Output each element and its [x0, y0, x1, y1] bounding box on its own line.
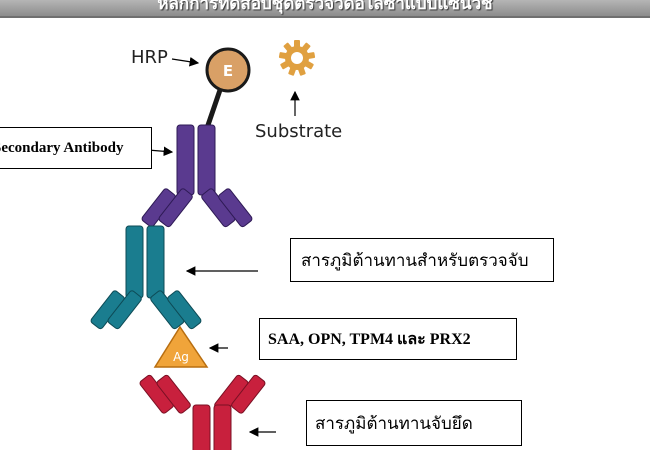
secondary-antibody-box: Secondary Antibody [0, 127, 152, 169]
secondary-antibody-arrow [147, 146, 174, 157]
antigen-label: Ag [173, 350, 189, 364]
antigen-list-text: SAA, OPN, TPM4 และ PRX2 [268, 330, 471, 348]
title-bar: หลักการทดสอบชุดตรวจวัดอีไลซ่าแบบแซนวิช [0, 0, 650, 18]
page-title: หลักการทดสอบชุดตรวจวัดอีไลซ่าแบบแซนวิช [157, 0, 493, 14]
capture-antibody-box: สารภูมิต้านทานจับยึด [306, 400, 522, 446]
enzyme-circle [205, 47, 251, 93]
enzyme-label: E [223, 62, 233, 80]
secondary-antibody-text: Secondary Antibody [0, 139, 124, 156]
detection-antibody-text: สารภูมิต้านทานสำหรับตรวจจับ [301, 250, 529, 271]
capture-antibody [139, 374, 266, 450]
capture-antibody-text: สารภูมิต้านทานจับยึด [315, 413, 473, 434]
detection-antibody [90, 225, 202, 330]
enzyme-link [204, 89, 223, 129]
detection-antibody-box: สารภูมิต้านทานสำหรับตรวจจับ [290, 238, 554, 282]
hrp-label: HRP [131, 47, 168, 68]
hrp-arrow [171, 56, 200, 67]
substrate-label: Substrate [255, 121, 343, 142]
substrate-icon [278, 40, 316, 76]
antigen-triangle [153, 325, 209, 368]
antigen-list-box: SAA, OPN, TPM4 และ PRX2 [259, 318, 517, 360]
secondary-antibody [141, 124, 253, 228]
